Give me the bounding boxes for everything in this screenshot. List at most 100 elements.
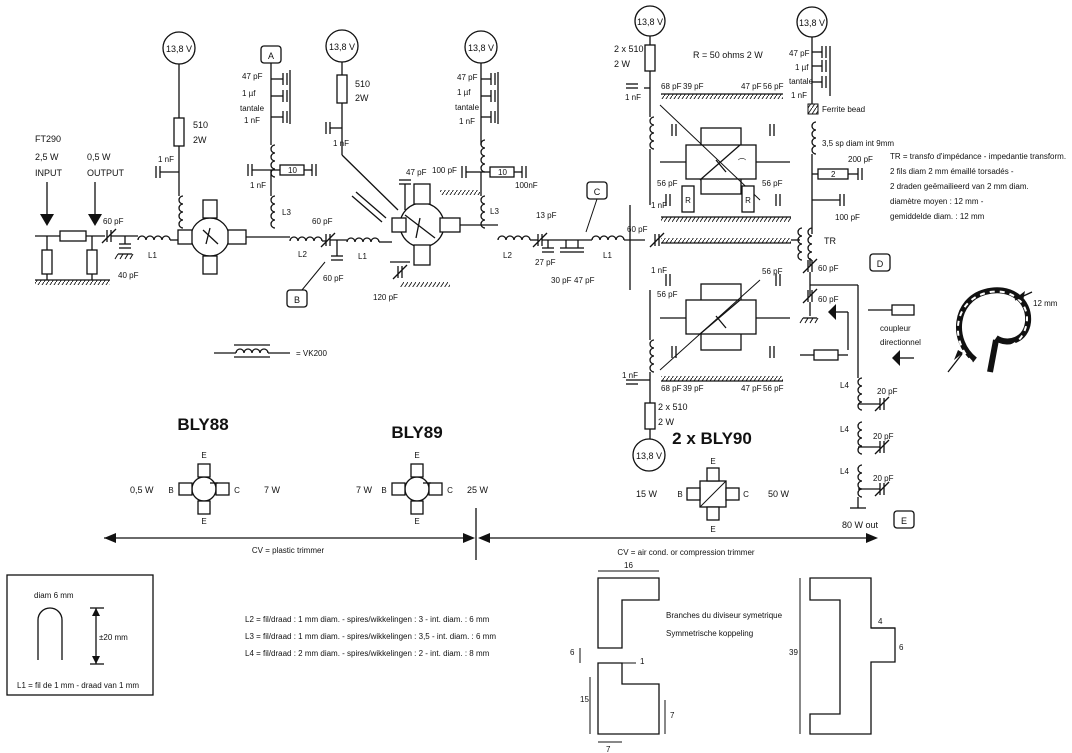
stage3-middle-bus: 1 nF 1 nF xyxy=(651,201,791,275)
svg-text:1 nF: 1 nF xyxy=(250,181,266,190)
svg-text:25 W: 25 W xyxy=(467,485,489,495)
svg-text:47 pF: 47 pF xyxy=(741,384,762,393)
svg-text:FT290: FT290 xyxy=(35,134,61,144)
svg-text:60 pF: 60 pF xyxy=(818,264,839,273)
svg-text:L4: L4 xyxy=(840,467,849,476)
svg-text:B: B xyxy=(677,490,682,499)
tr-note: TR = transfo d'impédance - impedantie tr… xyxy=(890,152,1066,221)
svg-text:B: B xyxy=(381,486,386,495)
svg-text:50 W: 50 W xyxy=(768,489,790,499)
svg-text:47 pF: 47 pF xyxy=(789,49,810,58)
svg-text:2 W: 2 W xyxy=(614,59,631,69)
tag-d: D xyxy=(869,253,891,272)
svg-text:60 pF: 60 pF xyxy=(323,274,344,283)
svg-text:13,8 V: 13,8 V xyxy=(329,42,355,52)
stage2-l1: L1 xyxy=(346,237,392,261)
svg-text:13,8 V: 13,8 V xyxy=(636,451,662,461)
stage1-decoupling: 47 pF 1 µf tantale 1 nF 1 nF 10 L3 xyxy=(240,63,317,229)
svg-text:1 nF: 1 nF xyxy=(651,201,667,210)
svg-text:4: 4 xyxy=(878,617,883,626)
svg-text:1 nF: 1 nF xyxy=(651,266,667,275)
svg-text:60 pF: 60 pF xyxy=(627,225,648,234)
svg-text:E: E xyxy=(201,451,206,460)
svg-text:56 pF: 56 pF xyxy=(762,179,783,188)
svg-text:56 pF: 56 pF xyxy=(763,384,784,393)
twisted-coil-illustration: 12 mm xyxy=(947,287,1058,373)
svg-text:15 W: 15 W xyxy=(636,489,658,499)
stage3-lower-transistor: 56 pF 56 pF xyxy=(657,267,790,371)
svg-text:47 pF: 47 pF xyxy=(406,168,427,177)
svg-text:L1: L1 xyxy=(603,251,612,260)
svg-text:B: B xyxy=(294,295,300,305)
svg-text:56 pF: 56 pF xyxy=(763,82,784,91)
bly89-symbol: 47 pF 120 pF xyxy=(373,168,498,302)
svg-text:±20 mm: ±20 mm xyxy=(99,633,128,642)
svg-text:3,5 sp diam int 9mm: 3,5 sp diam int 9mm xyxy=(822,139,894,148)
svg-text:E: E xyxy=(901,516,907,526)
svg-text:0,5 W: 0,5 W xyxy=(87,152,111,162)
svg-text:6: 6 xyxy=(570,648,575,657)
svg-text:L3 = fil/draad : 1 mm diam. -: L3 = fil/draad : 1 mm diam. - spires/wik… xyxy=(245,632,496,641)
svg-text:2 W: 2 W xyxy=(658,417,675,427)
svg-text:1 nF: 1 nF xyxy=(158,155,174,164)
svg-text:L3: L3 xyxy=(282,208,291,217)
svg-text:2 fils diam 2 mm émaillé torsa: 2 fils diam 2 mm émaillé torsadés - xyxy=(890,167,1014,176)
svg-text:39 pF: 39 pF xyxy=(683,384,704,393)
svg-text:L4: L4 xyxy=(840,381,849,390)
input-match-caps: 60 pF 40 pF xyxy=(101,217,139,280)
tag-b: B xyxy=(286,289,308,308)
svg-text:OUTPUT: OUTPUT xyxy=(87,168,125,178)
svg-text:BLY88: BLY88 xyxy=(177,415,228,434)
svg-text:gemiddelde diam. : 12 mm: gemiddelde diam. : 12 mm xyxy=(890,212,985,221)
svg-text:diam 6 mm: diam 6 mm xyxy=(34,591,74,600)
svg-text:120 pF: 120 pF xyxy=(373,293,398,302)
svg-text:TR: TR xyxy=(824,236,836,246)
svg-text:B: B xyxy=(168,486,173,495)
svg-text:16: 16 xyxy=(624,561,633,570)
svg-text:2 x BLY90: 2 x BLY90 xyxy=(672,429,752,448)
svg-text:coupleur: coupleur xyxy=(880,324,911,333)
svg-text:10: 10 xyxy=(288,166,297,175)
bly90-pinout: 2 x BLY90 15 W 50 W E B C E xyxy=(636,429,790,534)
stage1-bias: 510 2W 1 nF xyxy=(155,64,208,229)
svg-text:47 pF: 47 pF xyxy=(574,276,595,285)
stage3-decoupling: 47 pF 1 µf tantale 1 nF Ferrite bead 3,5… xyxy=(789,37,894,234)
svg-text:1 µf: 1 µf xyxy=(457,88,471,97)
svg-text:A: A xyxy=(268,51,274,61)
stage2-decoupling: 47 pF 1 µf tantale 1 nF 100 pF 10 100nF … xyxy=(432,63,538,229)
svg-text:2,5 W: 2,5 W xyxy=(35,152,59,162)
svg-text:1 nF: 1 nF xyxy=(333,139,349,148)
svg-text:1: 1 xyxy=(640,657,645,666)
symmetric-divider-drawing: 16 6 1 15 7 7 Branches du diviseur symet… xyxy=(570,561,783,753)
svg-text:56 pF: 56 pF xyxy=(657,290,678,299)
svg-text:R: R xyxy=(745,196,751,205)
directional-coupler: coupleur directionnel xyxy=(800,285,921,378)
svg-text:CV = air cond. or compression: CV = air cond. or compression trimmer xyxy=(617,548,754,557)
svg-text:E: E xyxy=(414,451,419,460)
stage2-bias: 510 2W 1 nF xyxy=(325,62,399,223)
svg-text:7 W: 7 W xyxy=(356,485,373,495)
svg-text:510: 510 xyxy=(193,120,208,130)
svg-text:60 pF: 60 pF xyxy=(818,295,839,304)
svg-text:E: E xyxy=(201,517,206,526)
svg-text:39 pF: 39 pF xyxy=(683,82,704,91)
svg-text:100nF: 100nF xyxy=(515,181,538,190)
svg-text:1 nF: 1 nF xyxy=(244,116,260,125)
svg-text:13,8 V: 13,8 V xyxy=(166,44,192,54)
stage3-bias-top: 2 x 510 2 W 1 nF xyxy=(614,36,656,205)
svg-text:1 nF: 1 nF xyxy=(791,91,807,100)
svg-text:7: 7 xyxy=(606,745,611,753)
svg-text:2 x 510: 2 x 510 xyxy=(658,402,688,412)
svg-text:12 mm: 12 mm xyxy=(1033,299,1058,308)
svg-text:2 draden geëmailieerd van 2 mm: 2 draden geëmailieerd van 2 mm diam. xyxy=(890,182,1029,191)
stage3-top-bus: 68 pF 39 pF 47 pF 56 pF xyxy=(661,82,784,99)
supply-2: 13,8 V xyxy=(325,29,359,63)
svg-text:L4 = fil/draad : 2 mm diam. -: L4 = fil/draad : 2 mm diam. - spires/wik… xyxy=(245,649,490,658)
svg-text:1 µf: 1 µf xyxy=(242,89,256,98)
supply-5: 13,8 V xyxy=(796,6,828,38)
supply-4: 13,8 V xyxy=(634,5,666,37)
svg-text:TR = transfo d'impédance - imp: TR = transfo d'impédance - impedantie tr… xyxy=(890,152,1066,161)
svg-text:60 pF: 60 pF xyxy=(312,217,333,226)
svg-text:2 x 510: 2 x 510 xyxy=(614,44,644,54)
svg-text:= VK200: = VK200 xyxy=(296,349,327,358)
